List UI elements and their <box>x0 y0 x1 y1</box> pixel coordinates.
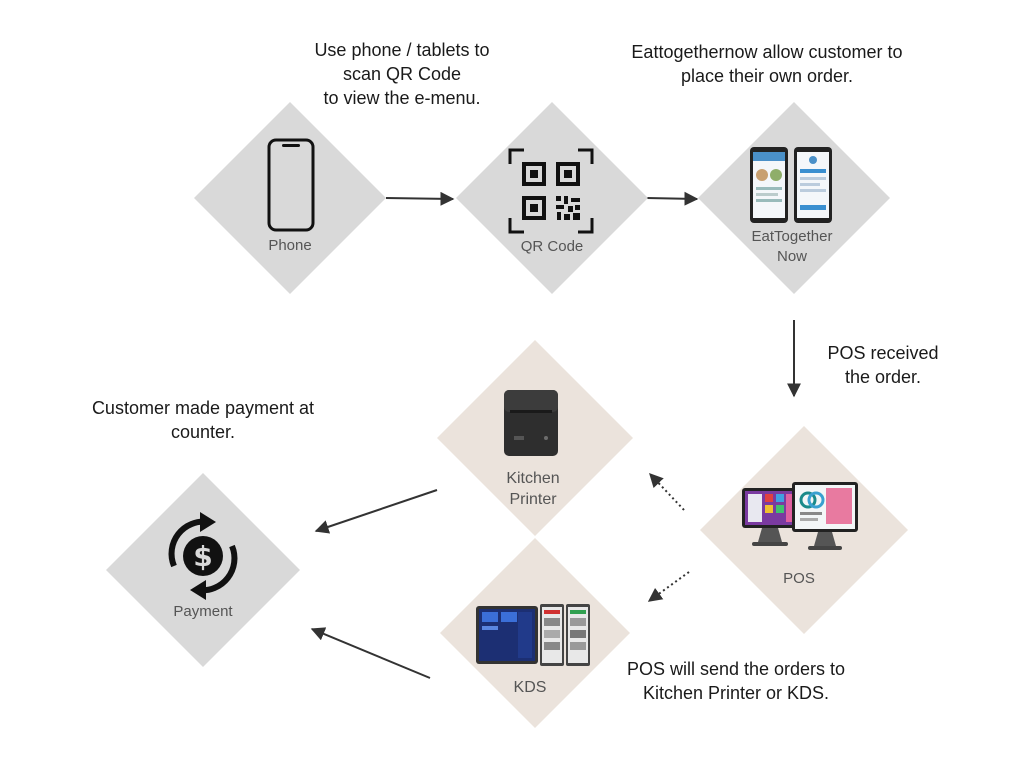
note-pos-received-line-2: the order. <box>844 367 922 387</box>
dollar-cycle-icon: $ <box>168 512 238 600</box>
note-pos-received: POS received the order. <box>808 341 958 389</box>
note-send: POS will send the orders to Kitchen Prin… <box>600 657 872 705</box>
smartphone-icon <box>267 138 315 232</box>
pos-terminal-icon <box>742 482 858 550</box>
app-screens-icon <box>750 147 832 223</box>
note-scan: Use phone / tablets to scan QR Code to v… <box>282 38 522 110</box>
kds-label-line: KDS <box>513 679 547 696</box>
pos-label: POS <box>729 569 869 589</box>
qr-label: QR Code <box>482 237 622 257</box>
pos-label-line: POS <box>783 570 815 587</box>
note-order-line-1: Eattogethernow allow customer to <box>631 42 903 62</box>
arrow-pos-to-kds <box>647 571 690 602</box>
arrow-phone-to-qr <box>385 191 455 206</box>
svg-text:$: $ <box>193 540 212 573</box>
phone-label-line: Phone <box>268 237 312 254</box>
phone-node <box>194 102 386 294</box>
printer-label: Kitchen Printer <box>463 468 603 510</box>
note-payment-line-2: counter. <box>170 422 236 442</box>
eat-label: EatTogether Now <box>722 227 862 267</box>
note-send-line-2: Kitchen Printer or KDS. <box>642 683 830 703</box>
arrow-kds-to-payment <box>310 627 431 679</box>
payment-label-line: Payment <box>173 603 233 620</box>
arrow-pos-to-printer <box>649 472 685 511</box>
eat-label-line-2: Now <box>776 248 807 265</box>
note-payment: Customer made payment at counter. <box>64 396 342 444</box>
printer-label-line-1: Kitchen <box>506 470 560 487</box>
note-order-line-2: place their own order. <box>680 66 854 86</box>
note-scan-line-1: Use phone / tablets to <box>314 40 490 60</box>
eat-label-line-1: EatTogether <box>751 228 833 245</box>
kds-screens-icon <box>476 604 590 666</box>
payment-label: Payment <box>133 602 273 622</box>
kds-label: KDS <box>460 678 600 698</box>
arrow-qr-to-eat <box>646 191 699 206</box>
note-pos-received-line-1: POS received <box>827 343 939 363</box>
qr-code-icon <box>508 148 594 234</box>
note-scan-line-3: to view the e-menu. <box>323 88 481 108</box>
note-scan-line-2: scan QR Code <box>342 64 462 84</box>
printer-label-line-2: Printer <box>509 491 557 508</box>
qr-node <box>456 102 648 294</box>
qr-label-line: QR Code <box>520 238 584 255</box>
note-payment-line-1: Customer made payment at <box>91 398 315 418</box>
note-order: Eattogethernow allow customer to place t… <box>592 40 942 88</box>
printer-icon <box>504 390 558 456</box>
note-send-line-1: POS will send the orders to <box>626 659 846 679</box>
arrow-printer-to-payment <box>314 489 438 534</box>
phone-label: Phone <box>220 236 360 256</box>
